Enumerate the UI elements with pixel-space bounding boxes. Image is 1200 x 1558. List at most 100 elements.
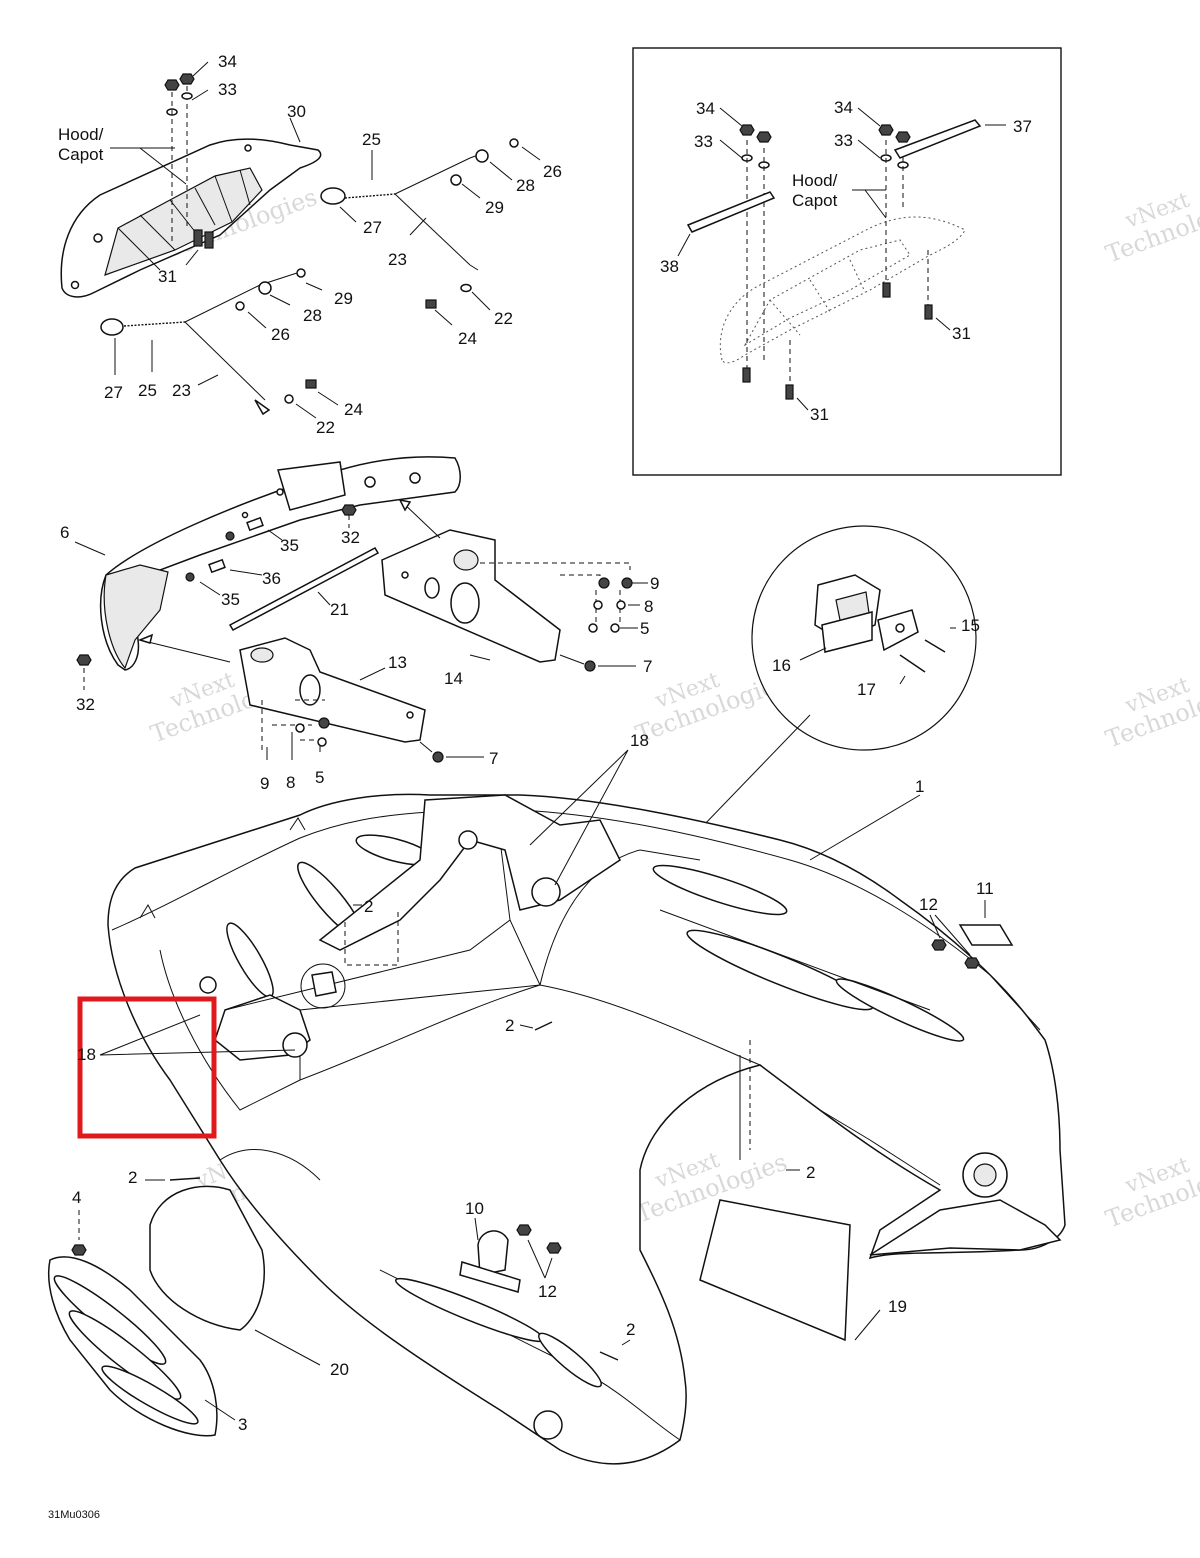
nut (878, 124, 894, 136)
screw (193, 229, 203, 247)
nut (621, 577, 633, 589)
callout-number: 29 (485, 198, 504, 217)
callout-number: 16 (772, 656, 791, 675)
nut (76, 654, 92, 666)
callout-number: 22 (316, 418, 335, 437)
nut (341, 504, 357, 516)
rivet (899, 654, 926, 673)
callout-number: 26 (271, 325, 290, 344)
callout-number: 8 (644, 597, 653, 616)
callout-number: 12 (538, 1282, 557, 1301)
center-tunnel (318, 794, 621, 951)
nut (964, 957, 980, 969)
nut (546, 1242, 562, 1254)
detail-circle (539, 525, 977, 996)
inset-hood-outline (719, 216, 966, 364)
inset-hood-label: Hood/ (792, 171, 838, 190)
nut (931, 939, 947, 951)
callout-labels: Hood/ Capot Hood/ Capot 34 33 30 25 26 2… (48, 52, 1032, 1521)
callout-number: 32 (341, 528, 360, 547)
callout-number: 21 (330, 600, 349, 619)
callout-number: 2 (806, 1163, 815, 1182)
callout-number: 4 (72, 1188, 81, 1207)
callout-number: 33 (694, 132, 713, 151)
washer (509, 138, 519, 148)
bumper-bracket-left (239, 637, 426, 743)
callout-number: 27 (363, 218, 382, 237)
nut (516, 1224, 532, 1236)
washer (616, 600, 626, 610)
nut (432, 751, 444, 763)
callout-number: 28 (516, 176, 535, 195)
clip-11 (958, 924, 1014, 946)
rear-flap (869, 1199, 1062, 1256)
nut (179, 73, 195, 85)
nut (584, 660, 596, 672)
ring (100, 318, 124, 336)
callout-number: 7 (643, 657, 652, 676)
callout-number: 31 (810, 405, 829, 424)
grommet (199, 976, 217, 994)
callout-number: 34 (218, 52, 237, 71)
bolt (305, 379, 317, 389)
callout-number: 23 (172, 381, 191, 400)
cap (235, 301, 245, 311)
callout-number: 8 (286, 773, 295, 792)
highlight-box (77, 996, 217, 1139)
callout-number: 10 (465, 1199, 484, 1218)
callout-number: 2 (505, 1016, 514, 1035)
ball-joint (258, 281, 272, 295)
callout-number: 36 (262, 569, 281, 588)
callout-number: 33 (834, 131, 853, 150)
callout-number: 20 (330, 1360, 349, 1379)
callout-number: 13 (388, 653, 407, 672)
ring (320, 187, 346, 205)
cap (450, 174, 462, 186)
spring (123, 321, 186, 327)
screw-head (588, 623, 598, 633)
callout-number: 14 (444, 669, 463, 688)
nut (739, 124, 755, 136)
rivet (924, 639, 946, 653)
screw (882, 282, 891, 298)
callout-number: 35 (221, 590, 240, 609)
bolt (185, 572, 195, 582)
nut (71, 1244, 87, 1256)
inset-hood-label: Capot (792, 191, 838, 210)
callout-number: 31 (158, 267, 177, 286)
bumper-mount (277, 461, 346, 511)
washer (296, 268, 306, 278)
callout-number: 27 (104, 383, 123, 402)
callout-number: 2 (128, 1168, 137, 1187)
callout-number: 19 (888, 1297, 907, 1316)
callout-number: 34 (834, 98, 853, 117)
callout-number: 9 (260, 774, 269, 793)
callout-number: 6 (60, 523, 69, 542)
nut (164, 79, 180, 91)
callout-number: 2 (364, 897, 373, 916)
bottom-pan-assembly (47, 749, 1066, 1465)
clip-10 (477, 1230, 509, 1276)
spring (344, 193, 396, 199)
inset-frame (632, 47, 1062, 476)
callout-number: 15 (961, 616, 980, 635)
callout-number: 3 (238, 1415, 247, 1434)
bottom-pan (107, 793, 1066, 1465)
screw (924, 304, 933, 320)
screw (742, 367, 751, 383)
bushing (246, 516, 264, 532)
bolt (225, 531, 235, 541)
drawing-code: 31Mu0306 (48, 1509, 100, 1521)
bumper-end (103, 564, 169, 670)
hood-label: Hood/ (58, 125, 104, 144)
nut (318, 717, 330, 729)
inset-detail (632, 47, 1062, 476)
callout-number: 18 (630, 731, 649, 750)
slide-rail (228, 547, 380, 631)
clip-base (821, 611, 873, 653)
foam-disc-20 (149, 1185, 265, 1331)
screw (204, 231, 214, 249)
callout-number: 31 (952, 324, 971, 343)
callout-number: 38 (660, 257, 679, 276)
